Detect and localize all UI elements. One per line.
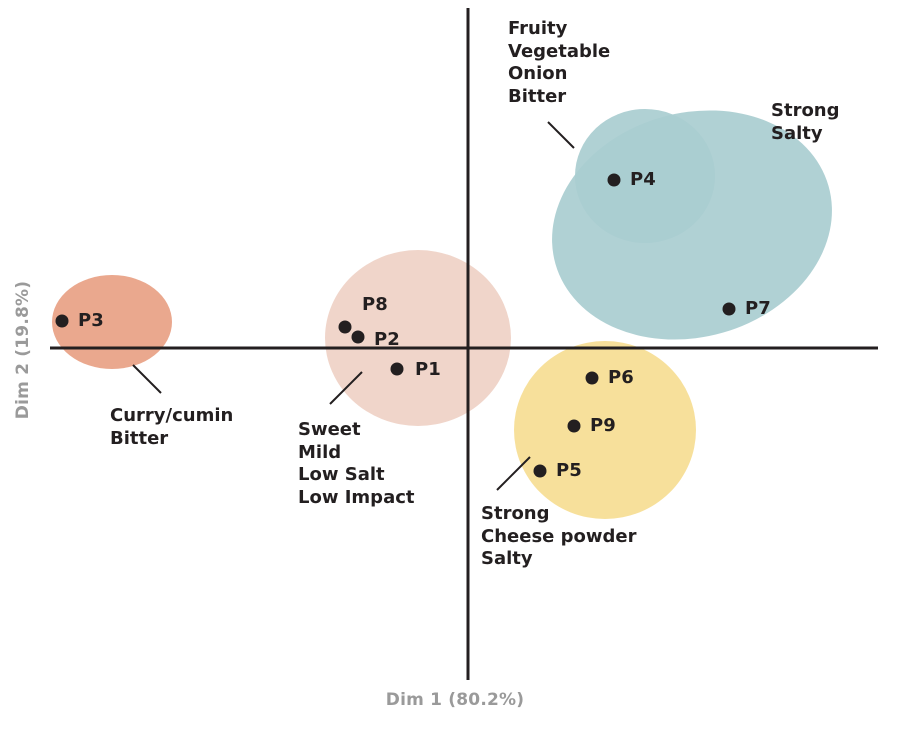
leader-line-sweet-mild [329,371,363,405]
point-label-p6: P6 [608,367,634,388]
data-point-p1[interactable] [390,362,404,376]
data-point-p8[interactable] [338,320,352,334]
cluster-ellipse-strong-cheese [514,341,696,519]
data-point-p6[interactable] [585,371,599,385]
point-label-p3: P3 [78,310,104,331]
point-label-p2: P2 [374,329,400,350]
data-point-p3[interactable] [55,314,69,328]
point-label-p1: P1 [415,359,441,380]
annotation-sweet-mild: Sweet Mild Low Salt Low Impact [298,419,415,509]
data-point-p5[interactable] [533,464,547,478]
data-point-p9[interactable] [567,419,581,433]
axis-layer [50,8,878,680]
leader-line-curry-cumin [132,364,162,394]
point-label-p8: P8 [362,294,388,315]
cluster-ellipse-sweet-mild [325,250,511,426]
point-label-p7: P7 [745,298,771,319]
point-label-p5: P5 [556,460,582,481]
data-point-p7[interactable] [722,302,736,316]
leader-line-fruity-vegetable [547,121,575,149]
data-point-p2[interactable] [351,330,365,344]
data-point-layer [55,173,736,478]
leader-line-layer [132,121,575,491]
cluster-ellipse-fruity-vegetable [575,109,715,243]
cluster-ellipse-layer [52,109,832,519]
annotation-curry-cumin: Curry/cumin Bitter [110,405,234,449]
cluster-ellipse-curry-cumin [52,275,172,369]
x-axis-label: Dim 1 (80.2%) [385,690,525,710]
leader-line-strong-cheese [496,456,531,491]
point-label-p4: P4 [630,169,656,190]
y-axis-label: Dim 2 (19.8%) [13,280,33,420]
annotation-strong-salty: Strong Salty [771,100,840,144]
point-label-p9: P9 [590,415,616,436]
annotation-fruity-vegetable: Fruity Vegetable Onion Bitter [508,18,611,108]
annotation-strong-cheese: Strong Cheese powder Salty [481,503,637,570]
data-point-p4[interactable] [607,173,621,187]
